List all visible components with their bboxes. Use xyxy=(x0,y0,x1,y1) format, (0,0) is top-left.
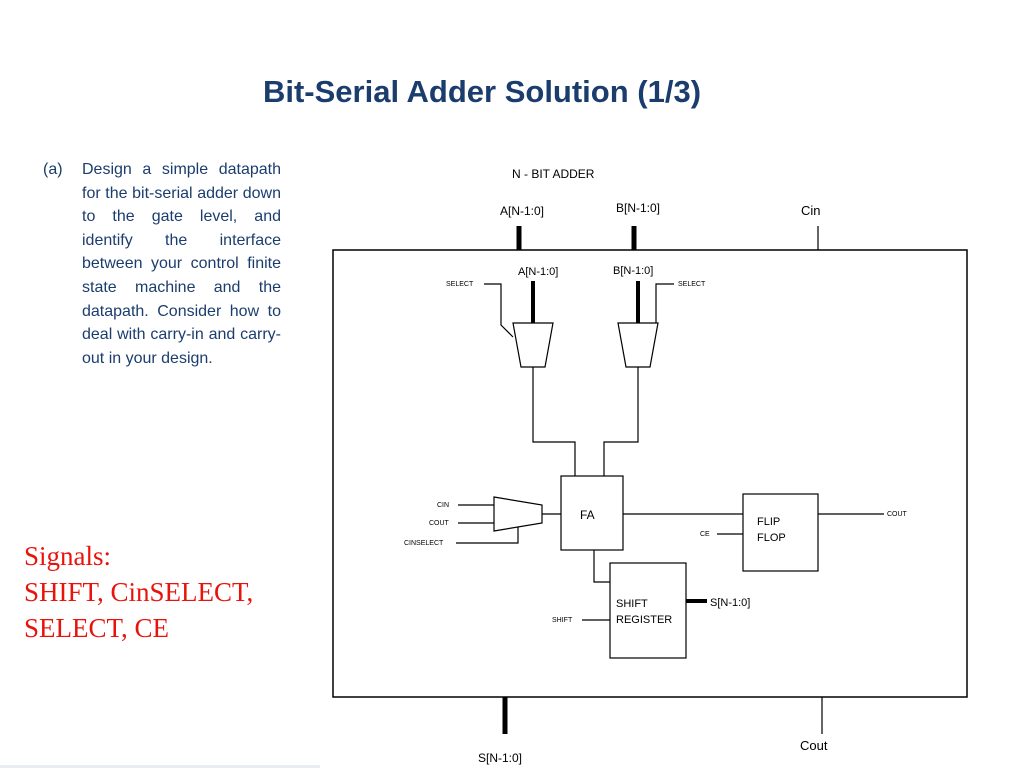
diagram-title: N - BIT ADDER xyxy=(512,167,595,181)
carry-mux-symbol xyxy=(493,496,543,532)
task-text: Design a simple datapath for the bit-ser… xyxy=(82,161,281,367)
input-a-label: A[N-1:0] xyxy=(500,204,544,218)
mux-a-select-label: SELECT xyxy=(446,281,474,288)
shift-register-block xyxy=(609,562,687,659)
signals-list: Signals: SHIFT, CinSELECT, SELECT, CE xyxy=(24,538,253,646)
full-adder-block xyxy=(560,475,624,551)
shift-register-control-label: SHIFT xyxy=(552,617,573,624)
flip-flop-label-1: FLIP xyxy=(757,516,780,528)
slide-title: Bit-Serial Adder Solution (1/3) xyxy=(262,74,702,109)
shift-register-output-label: S[N-1:0] xyxy=(710,597,750,609)
adder-boundary xyxy=(332,249,968,698)
flip-flop-ce-label: CE xyxy=(700,531,710,538)
signals-line-1: SHIFT, CinSELECT, xyxy=(24,577,254,607)
sum-wire xyxy=(593,550,610,583)
mux-b-symbol xyxy=(617,322,659,368)
mux-b-select-label: SELECT xyxy=(678,281,706,288)
flip-flop-label-2: FLOP xyxy=(757,532,786,544)
signals-line-2: SELECT, CE xyxy=(24,613,169,643)
mux-a-input-label: A[N-1:0] xyxy=(518,266,558,278)
signals-heading: Signals: xyxy=(24,541,112,571)
input-b-label: B[N-1:0] xyxy=(616,201,660,215)
output-cout-label: Cout xyxy=(800,738,828,753)
mux-a-select-wire xyxy=(484,283,514,338)
mux-b-input-label: B[N-1:0] xyxy=(613,265,653,277)
mux-a-symbol xyxy=(512,322,554,368)
carry-mux-cout-label: COUT xyxy=(429,520,450,527)
output-s-label: S[N-1:0] xyxy=(478,751,522,765)
footer-strip xyxy=(0,765,320,768)
task-description: (a) Design a simple datapath for the bit… xyxy=(43,158,281,370)
task-number: (a) xyxy=(43,161,63,178)
full-adder-label: FA xyxy=(580,508,595,522)
carry-mux-select-wire xyxy=(456,523,519,544)
carry-mux-cin-label: CIN xyxy=(437,502,449,509)
input-cin-label: Cin xyxy=(801,203,821,218)
shift-register-label-2: REGISTER xyxy=(616,614,672,626)
mux-a-output-wire xyxy=(532,367,576,476)
flip-flop-block xyxy=(742,493,819,572)
mux-b-output-wire xyxy=(603,367,639,476)
flip-flop-output-label: COUT xyxy=(887,511,908,518)
carry-mux-select-label: CINSELECT xyxy=(404,540,444,547)
shift-register-label-1: SHIFT xyxy=(616,598,648,610)
